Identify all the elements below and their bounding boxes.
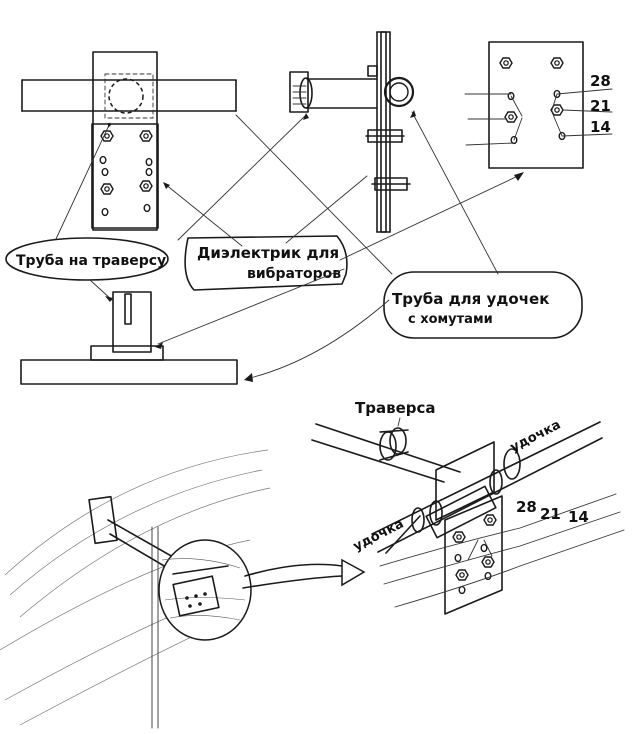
label-dielectric-2: вибраторов <box>247 266 341 282</box>
front-view <box>21 51 237 231</box>
nut-icon <box>499 57 513 69</box>
label-band-14-bottom: 14 <box>568 508 589 526</box>
label-rod-right: удочка <box>508 417 563 455</box>
label-band-28-bottom: 28 <box>516 498 537 516</box>
nut-icon <box>100 183 114 195</box>
label-band-28-top: 28 <box>590 72 611 90</box>
arrowhead-icon <box>105 296 113 302</box>
label-dielectric-1: Диэлектрик для <box>197 244 339 262</box>
arrowhead-icon <box>163 182 170 189</box>
nut-icon <box>504 111 518 123</box>
side-view <box>289 31 415 233</box>
mounting-plate <box>92 51 158 231</box>
label-band-21-top: 21 <box>590 97 611 115</box>
mast-overview <box>0 449 366 729</box>
arrowhead-icon <box>303 113 309 120</box>
arrowhead-icon <box>410 110 416 118</box>
hidden-pipe-circle <box>108 78 144 114</box>
nut-icon <box>483 514 497 526</box>
assembly-view: Траверса 28 21 14 удочка удочка <box>311 399 625 615</box>
leader-lines <box>55 110 524 382</box>
callout-pipe-traverse: Труба на траверсу <box>5 237 169 281</box>
nut-icon <box>455 569 469 581</box>
arrowhead-icon <box>244 373 253 382</box>
label-rod-left: удочка <box>351 516 406 554</box>
dielectric-plate <box>91 123 159 229</box>
callout-dielectric: Диэлектрик для вибраторов <box>184 235 348 291</box>
label-band-21-bottom: 21 <box>540 505 561 523</box>
rod-pipe-section <box>383 76 415 108</box>
nut-icon <box>139 180 153 192</box>
base-view <box>20 291 238 385</box>
nut-icon <box>550 57 564 69</box>
arrowhead-icon <box>155 342 163 349</box>
label-pipe-for-rods-2: с хомутами <box>408 312 493 327</box>
arrowhead-icon <box>108 123 112 128</box>
nut-icon <box>139 130 153 142</box>
label-pipe-to-traverse: Труба на траверсу <box>16 253 166 269</box>
plate-view <box>464 41 613 169</box>
arrowhead-icon <box>514 172 524 181</box>
nut-icon <box>481 556 495 568</box>
label-pipe-for-rods-1: Труба для удочек <box>392 290 549 308</box>
nut-icon <box>452 531 466 543</box>
label-band-14-top: 14 <box>590 118 611 136</box>
label-traverse: Траверса <box>355 399 436 417</box>
callout-pipe-rods: Труба для удочек с хомутами <box>383 271 583 339</box>
